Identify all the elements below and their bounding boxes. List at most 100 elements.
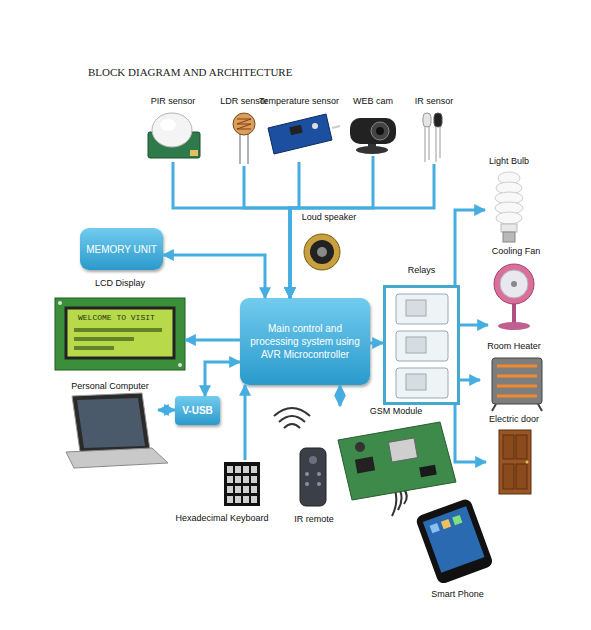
node-label: GSM Module [325,406,467,417]
loud-speaker-picture [304,234,340,270]
wireless-waves [279,416,305,422]
connector-arrow [370,342,383,345]
gsm-module-picture [419,465,436,478]
ir-sensor-picture [436,126,437,162]
room-heater-picture [497,395,537,398]
relay-pictures [396,368,448,398]
node-label: IR remote [280,514,348,525]
camera-node: WEB cam [345,96,401,156]
room-heater-picture [492,358,542,411]
ir-sensor-picture [423,113,431,127]
light-bulb-picture [496,212,522,224]
electric-door-picture [503,435,514,459]
laptop-picture [72,393,150,452]
gsm-module-picture [338,422,456,500]
display-node: LCD Display [55,278,185,372]
ir-remote-picture [317,482,321,486]
loud-speaker-picture [310,240,334,264]
temperature-sensor-picture [268,114,340,154]
connector-arrow [244,385,247,460]
connector-arrow [158,409,175,412]
node-label: Cooling Fan [478,246,554,257]
smart-phone-picture [415,498,494,585]
memory-box: MEMORY UNIT [80,228,163,270]
electric-door-picture [526,461,529,464]
appliance-node: Light Bulb [485,156,533,246]
ldr-sensor-picture [237,119,251,129]
connector-arrow [455,405,486,462]
sensor-node: IR sensor [412,96,456,164]
temperature-sensor-picture [312,123,318,129]
temperature-sensor-picture [332,126,340,128]
connector-arrow [244,166,290,298]
room-heater-picture [497,385,537,388]
ldr-sensor-picture [239,130,241,164]
screen-text: WELCOME TO VISIT [78,313,155,322]
pir-sensor-picture [160,119,176,131]
connector-arrow [460,379,480,382]
node-label: Smart Phone [400,589,515,600]
webcam-picture [371,122,389,140]
temperature-sensor-picture [289,125,303,136]
relay-pictures [406,337,426,353]
ir-sensor-picture [434,113,442,127]
diagram-title: BLOCK DIAGRAM AND ARCHITECTURE [88,66,292,78]
relay-pictures [406,374,426,390]
gsm-module-picture [338,422,456,500]
appliance-node: Cooling Fan [488,246,544,332]
sensor-node: PIR sensor [140,96,206,162]
ir-sensor-picture [440,126,441,158]
electric-door-picture [499,430,531,494]
ir-remote-picture [309,456,317,464]
lcd-display-picture [74,337,134,341]
cooling-fan-picture [498,322,530,330]
ir-remote-picture [300,448,326,506]
node-label: Electric door [476,414,552,425]
lcd-display-picture [66,308,174,358]
pir-sensor-picture [148,113,200,158]
ir-sensor-picture [425,126,426,162]
ir-remote-picture [317,472,321,476]
node-label: V-USB [180,404,215,417]
relay-pictures [396,294,448,398]
keypad-picture [224,462,260,506]
node-label: Room Heater [470,341,558,352]
gsm-module-picture [355,457,375,474]
wireless-waves [284,424,300,428]
keypad-node: Hexadecimal Keyboard [172,460,272,524]
node-label: Main control and processing system using… [240,322,370,361]
keypad-picture [226,465,258,505]
ir-remote-picture [305,472,309,476]
electric-door-picture [516,464,527,489]
connector-arrow [290,162,299,298]
lcd-display-picture [178,363,182,367]
lcd-display-picture [58,301,62,305]
laptop-picture [66,448,168,468]
cooling-fan-picture [494,264,534,330]
sensor-node: LDR sensor [218,96,270,166]
node-label: IR sensor [402,96,466,107]
cooling-fan-picture [512,304,516,324]
relay-pictures [396,294,448,324]
webcam-picture [376,127,384,135]
smart-phone-picture [430,523,440,533]
smart-phone-picture [423,506,485,572]
relay-pictures [406,300,426,316]
phone-node: Smart Phone [410,495,505,600]
node-label: Relays [366,265,477,275]
computer-node: Personal Computer [62,381,158,469]
keypad-picture [224,462,260,506]
module-node: GSM Module [335,406,457,506]
appliance-node: Electric door [486,414,542,496]
connector-arrow [455,210,485,285]
temperature-sensor-picture [268,114,332,154]
pir-sensor-picture [190,150,198,156]
lcd-display-picture [55,298,185,370]
cooling-fan-picture [494,264,534,304]
node-label: LCD Display [45,278,195,289]
controller-box: Main control and processing system using… [240,298,370,385]
connector-arrow [173,162,290,298]
node-label: Light Bulb [475,156,543,167]
lcd-display-picture [55,298,185,370]
sensor-node: Temperature sensor [256,96,342,162]
